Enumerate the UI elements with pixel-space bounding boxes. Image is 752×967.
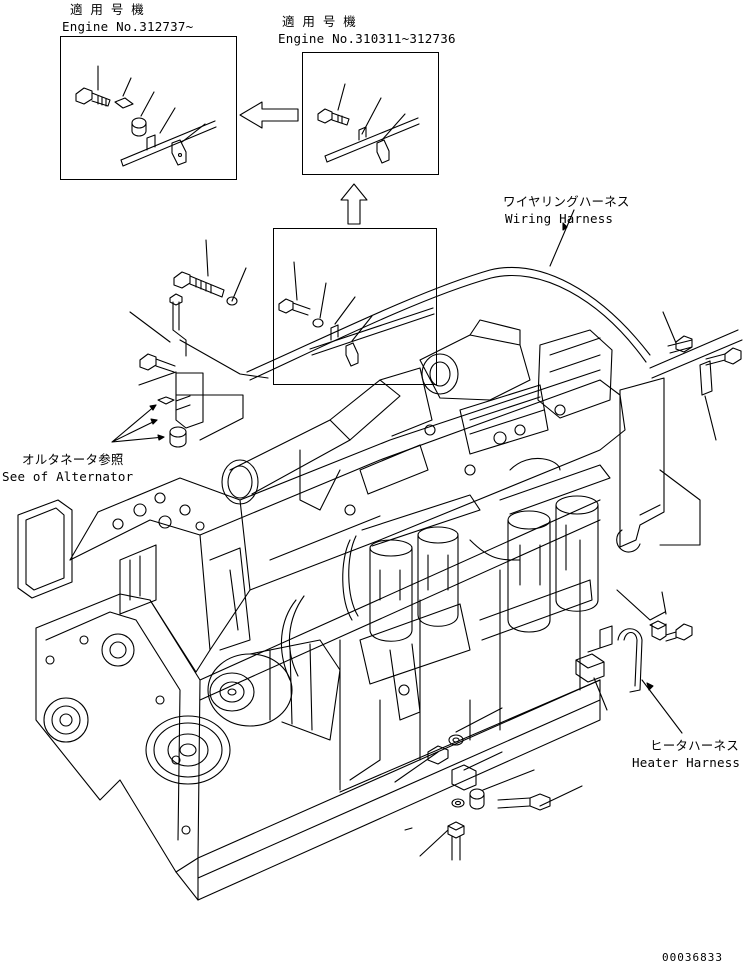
engine-range-left: Engine No.312737~ <box>62 19 194 34</box>
detail-box-engine-310311-312736 <box>302 52 439 175</box>
wiring-harness <box>247 210 650 380</box>
engine-block <box>18 320 625 900</box>
right-detail-parts <box>318 84 419 163</box>
upper-left-hardware <box>112 240 268 447</box>
lower-hardware <box>395 708 582 860</box>
engine-range-right: Engine No.310311~312736 <box>278 31 456 46</box>
alternator-label-jp: オルタネータ参照 <box>22 452 124 467</box>
applies-label-right: 適 用 号 機 <box>282 14 356 29</box>
detail-box-main-bracket <box>273 228 437 385</box>
right-harness-hardware <box>617 312 742 641</box>
applies-label-left: 適 用 号 機 <box>70 2 144 17</box>
arrow-up-icon <box>341 184 367 224</box>
heater-harness-label-jp: ヒータハーネス <box>650 738 739 753</box>
alternator-label-en: See of Alternator <box>2 469 134 484</box>
heater-harness <box>576 626 682 733</box>
wiring-harness-label-en: Wiring Harness <box>505 211 614 226</box>
wiring-harness-label-jp: ワイヤリングハーネス <box>503 194 630 209</box>
arrow-left-icon <box>240 102 298 128</box>
drawing-number: 00036833 <box>662 951 723 964</box>
heater-harness-label-en: Heater Harness <box>632 755 741 770</box>
detail-box-engine-312737 <box>60 36 237 180</box>
center-detail-parts <box>279 262 434 366</box>
left-detail-parts <box>76 66 216 166</box>
